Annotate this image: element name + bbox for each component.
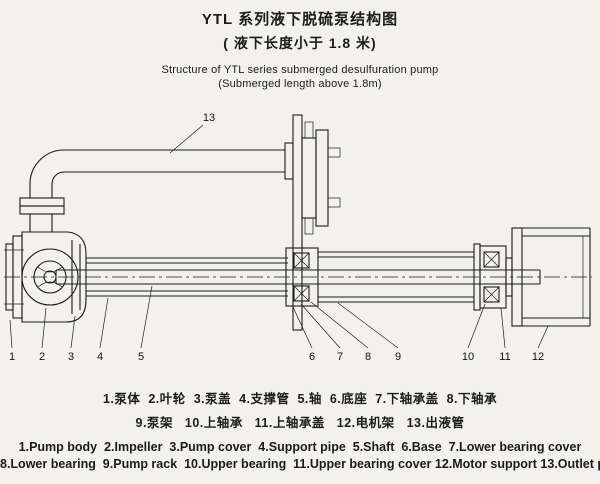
callout-12: 12 [532, 351, 544, 363]
callout-6: 6 [309, 351, 315, 363]
mounting-plate [292, 114, 341, 331]
outlet-pipe [19, 142, 294, 232]
legend-chinese-line1: 1.泵体 2.叶轮 3.泵盖 4.支撑管 5.轴 6.底座 7.下轴承盖 8.下… [102, 392, 498, 406]
parts-legend: 1.泵体 2.叶轮 3.泵盖 4.支撑管 5.轴 6.底座 7.下轴承盖 8.下… [0, 388, 600, 471]
callout-11: 11 [499, 351, 510, 363]
pump-cross-section-drawing: 1 2 3 4 5 6 7 8 9 10 11 12 13 [4, 112, 592, 363]
legend-english-line1: 1.Pump body 2.Impeller 3.Pump cover 4.Su… [18, 440, 582, 454]
lower-bearing-assembly [285, 247, 319, 307]
title-chinese-line2: ( 液下长度小于 1.8 米) [223, 35, 377, 51]
title-chinese-line1: YTL 系列液下脱硫泵结构图 [201, 11, 399, 28]
legend-english-line2: 8.Lower bearing 9.Pump rack 10.Upper bea… [0, 457, 600, 471]
callout-2: 2 [39, 351, 45, 363]
callout-8: 8 [365, 351, 371, 363]
support-pipe [86, 257, 288, 297]
callout-13: 13 [203, 112, 215, 124]
motor-support [511, 227, 591, 327]
title-english-line2: (Submerged length above 1.8m) [218, 78, 382, 90]
title-english-line1: Structure of YTL series submerged desulf… [161, 64, 439, 76]
legend-chinese-line2: 9.泵架 10.上轴承 11.上轴承盖 12.电机架 13.出液管 [135, 416, 465, 430]
pump-body [21, 231, 87, 323]
callout-numbers: 1 2 3 4 5 6 7 8 9 10 11 12 13 [9, 112, 544, 363]
callout-10: 10 [462, 351, 474, 363]
pump-shaft [55, 269, 541, 285]
callout-4: 4 [97, 351, 103, 363]
callout-1: 1 [9, 351, 15, 363]
callout-7: 7 [337, 351, 343, 363]
title-block: YTL 系列液下脱硫泵结构图 ( 液下长度小于 1.8 米) Structure… [0, 8, 600, 90]
callout-9: 9 [395, 351, 401, 363]
pump-cover [71, 240, 81, 314]
upper-bearing-assembly [479, 245, 513, 309]
callout-3: 3 [68, 351, 74, 363]
callout-5: 5 [138, 351, 144, 363]
callout-leader-lines [9, 124, 549, 349]
